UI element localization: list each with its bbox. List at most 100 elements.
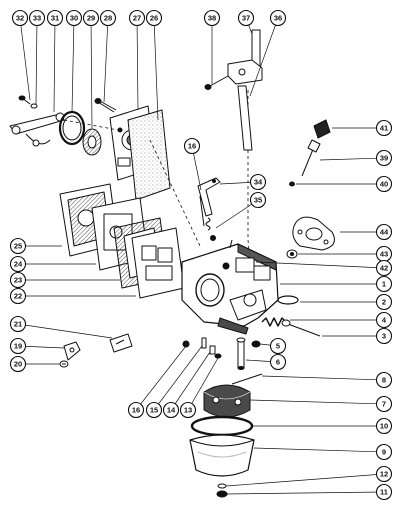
float-7-part [203, 384, 251, 418]
callout-circle [269, 353, 287, 371]
oring-2-part [277, 295, 299, 305]
callout-34: 34 [249, 173, 267, 191]
leader-line-28 [103, 17, 109, 103]
spring-4-part [261, 317, 287, 327]
callout-label: 44 [380, 228, 389, 237]
callout-15: 15 [145, 401, 163, 419]
callout-13: 13 [179, 401, 197, 419]
callout-circle [11, 9, 29, 27]
callout-32: 32 [11, 9, 29, 27]
callout-label: 19 [14, 342, 22, 351]
callout-circle [9, 355, 27, 373]
callout-label: 16 [188, 142, 196, 151]
callout-14: 14 [162, 401, 180, 419]
callout-label: 29 [87, 14, 95, 23]
callout-label: 14 [167, 406, 176, 415]
callout-3: 3 [375, 327, 393, 345]
callout-circle [183, 137, 201, 155]
callout-label: 32 [16, 14, 24, 23]
callout-label: 28 [104, 14, 112, 23]
callout-label: 21 [14, 320, 22, 329]
needle-39-part [301, 139, 321, 177]
callout-16: 16 [183, 137, 201, 155]
callout-38: 38 [203, 9, 221, 27]
plug-16-lower-part [182, 340, 190, 348]
callout-circle [128, 9, 146, 27]
leader-line-31 [53, 17, 56, 113]
callout-circle [9, 337, 27, 355]
callout-label: 8 [382, 376, 386, 385]
callout-circle [145, 401, 163, 419]
callout-9: 9 [375, 443, 393, 461]
callout-circle [375, 175, 393, 193]
callout-label: 40 [380, 180, 388, 189]
callout-circle [99, 9, 117, 27]
callout-29: 29 [82, 9, 100, 27]
callout-label: 37 [242, 14, 250, 23]
jet-5-part [251, 340, 261, 348]
callout-circle [145, 9, 163, 27]
callout-37: 37 [237, 9, 255, 27]
callout-40: 40 [375, 175, 393, 193]
leader-line-15 [153, 345, 203, 411]
callout-5: 5 [269, 337, 287, 355]
callout-label: 22 [14, 292, 22, 301]
callout-label: 2 [382, 298, 386, 307]
leader-line-21 [17, 323, 113, 339]
callout-8: 8 [375, 371, 393, 389]
callout-35: 35 [249, 191, 267, 209]
leader-line-16 [135, 345, 187, 411]
callout-label: 30 [70, 14, 78, 23]
leader-line-11 [226, 491, 385, 495]
callout-label: 25 [14, 242, 22, 251]
callout-label: 5 [276, 342, 280, 351]
callout-circle [375, 465, 393, 483]
plug-43-part [286, 249, 298, 259]
callout-circle [127, 401, 145, 419]
callout-circle [9, 237, 27, 255]
callout-circle [269, 337, 287, 355]
screw-11-part [216, 490, 228, 498]
callout-44: 44 [375, 223, 393, 241]
choke-lever-31-part [9, 112, 65, 147]
callout-label: 35 [254, 196, 262, 205]
leader-line-29 [90, 17, 93, 129]
callout-21: 21 [9, 315, 27, 333]
leader-line-36 [249, 17, 279, 97]
spring-40-part [289, 181, 295, 187]
leader-line-12 [225, 473, 385, 487]
callout-12: 12 [375, 465, 393, 483]
callout-circle [375, 311, 393, 329]
callout-label: 4 [382, 316, 387, 325]
gasket-26-part [127, 109, 171, 201]
callout-circle [162, 401, 180, 419]
gasket-30-part [58, 110, 86, 146]
callout-circle [375, 259, 393, 277]
callout-23: 23 [9, 271, 27, 289]
callout-label: 33 [33, 14, 41, 23]
callout-circle [9, 315, 27, 333]
callout-16: 16 [127, 401, 145, 419]
callout-10: 10 [375, 417, 393, 435]
callout-circle [375, 293, 393, 311]
callout-6: 6 [269, 353, 287, 371]
callout-circle [9, 287, 27, 305]
leader-line-27 [136, 17, 139, 111]
screw-15-part [201, 337, 207, 349]
callout-24: 24 [9, 255, 27, 273]
clip-21-part [109, 333, 133, 353]
callout-circle [375, 483, 393, 501]
gasket-44-part [292, 216, 335, 251]
callout-label: 9 [382, 448, 386, 457]
callout-27: 27 [128, 9, 146, 27]
callout-circle [375, 395, 393, 413]
bracket-19-part [63, 341, 81, 361]
callout-label: 7 [382, 400, 386, 409]
leader-line-33 [35, 17, 38, 105]
callout-circle [28, 9, 46, 27]
float-bowl-9-part [189, 434, 255, 477]
callout-label: 34 [254, 178, 263, 187]
callout-circle [179, 401, 197, 419]
callout-circle [269, 9, 287, 27]
